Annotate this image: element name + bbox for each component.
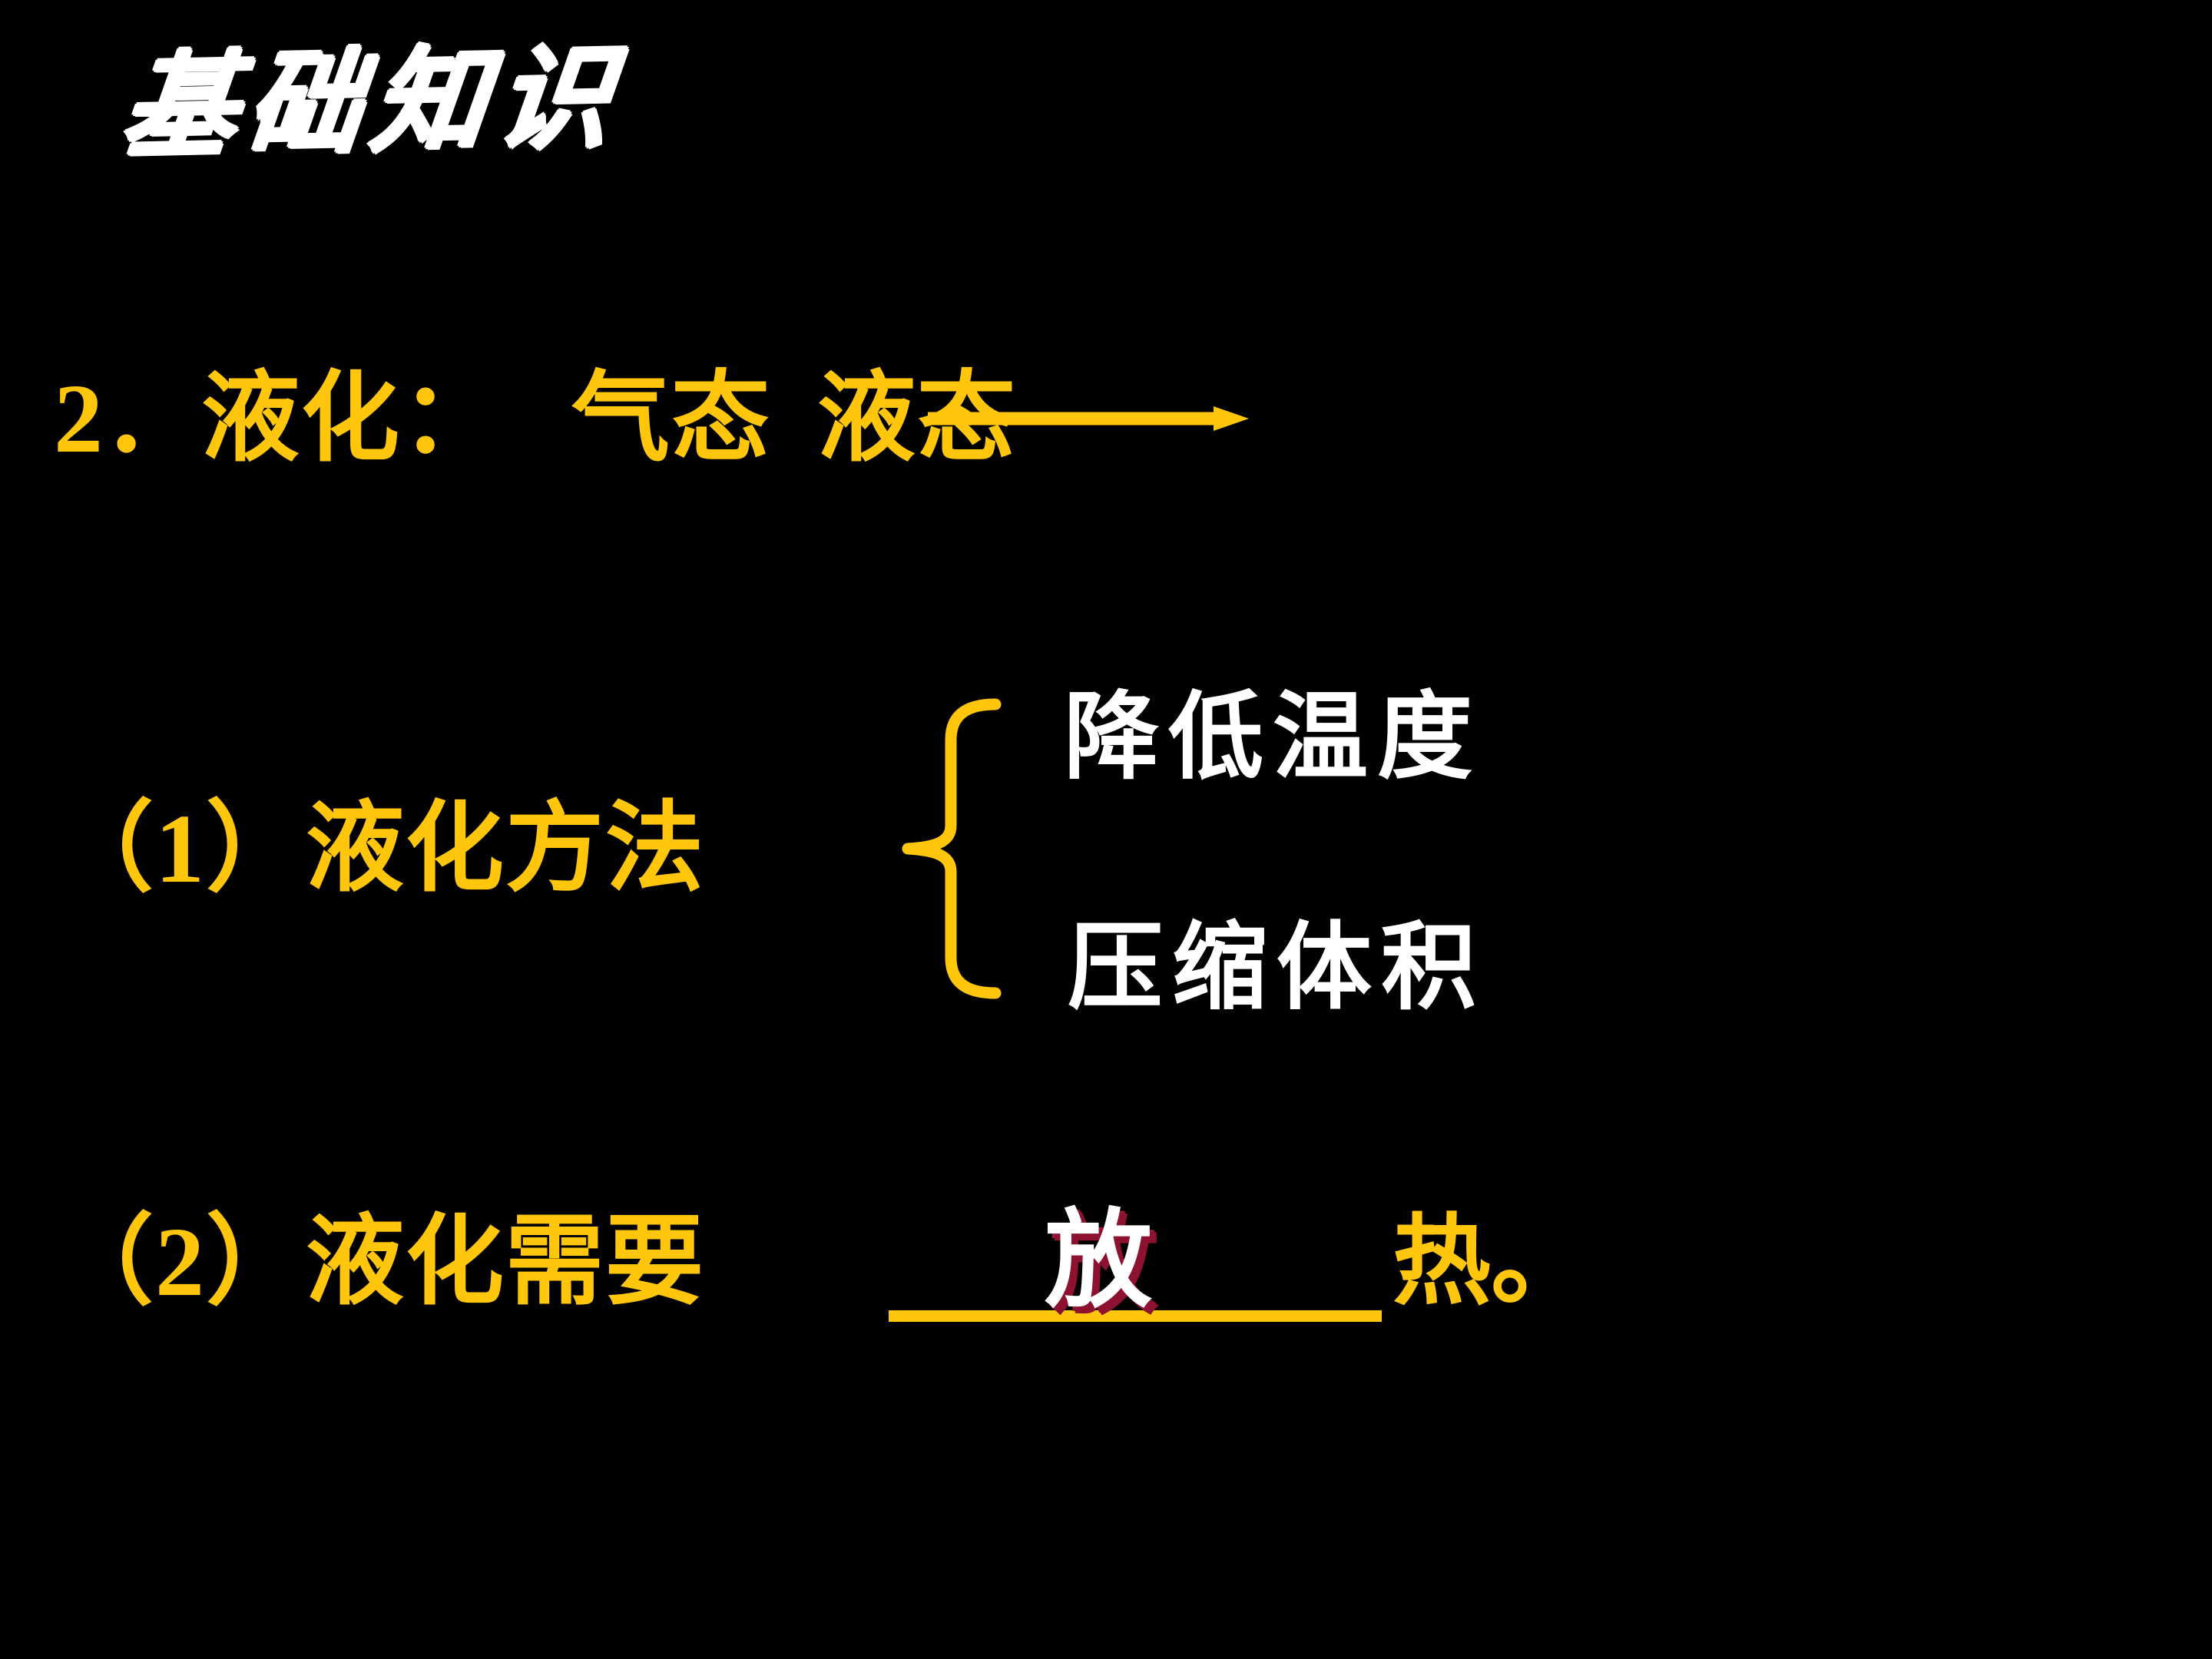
liquefaction-heat-row: （2）液化需要: [55, 1181, 705, 1323]
method-item-compress-volume: 压缩体积: [1068, 915, 1486, 1021]
item-number: 2．: [54, 364, 202, 473]
fill-in-blank-rule: [889, 1310, 1382, 1322]
fill-in-blank-answer: 放: [1045, 1200, 1153, 1320]
state-gas-label: 气态: [571, 364, 772, 473]
page-title: 基础知识: [115, 29, 628, 174]
methods-label: （1）液化方法: [55, 794, 706, 903]
curly-brace-icon: [902, 698, 1002, 999]
arrow-right-icon: [928, 406, 1249, 431]
heat-tail-text: 热。: [1392, 1207, 1590, 1316]
liquefaction-definition-row: 2．液化：气态液态: [54, 338, 1017, 480]
liquefaction-term: 液化：: [201, 364, 502, 473]
method-item-lower-temperature: 降低温度: [1064, 684, 1482, 790]
liquefaction-methods-row: （1）液化方法: [55, 768, 705, 910]
heat-label: （2）液化需要: [55, 1207, 706, 1316]
